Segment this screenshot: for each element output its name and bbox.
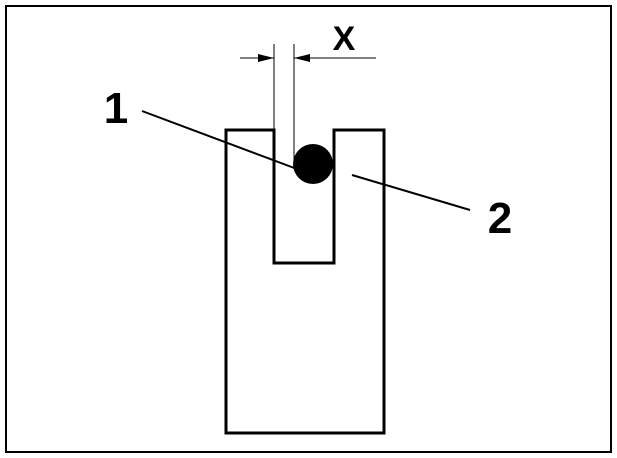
slotted-bracket <box>224 128 386 435</box>
leader-line-1 <box>141 110 306 173</box>
dimension-arrow-left <box>258 54 274 62</box>
pin-circle <box>293 144 333 184</box>
diagram-frame <box>5 5 612 453</box>
part-label-1: 1 <box>104 84 128 133</box>
dimension-label-x: X <box>333 20 356 58</box>
leader-line-2 <box>351 174 471 211</box>
dimension-arrow-right <box>294 54 310 62</box>
part-label-2: 2 <box>488 194 512 243</box>
